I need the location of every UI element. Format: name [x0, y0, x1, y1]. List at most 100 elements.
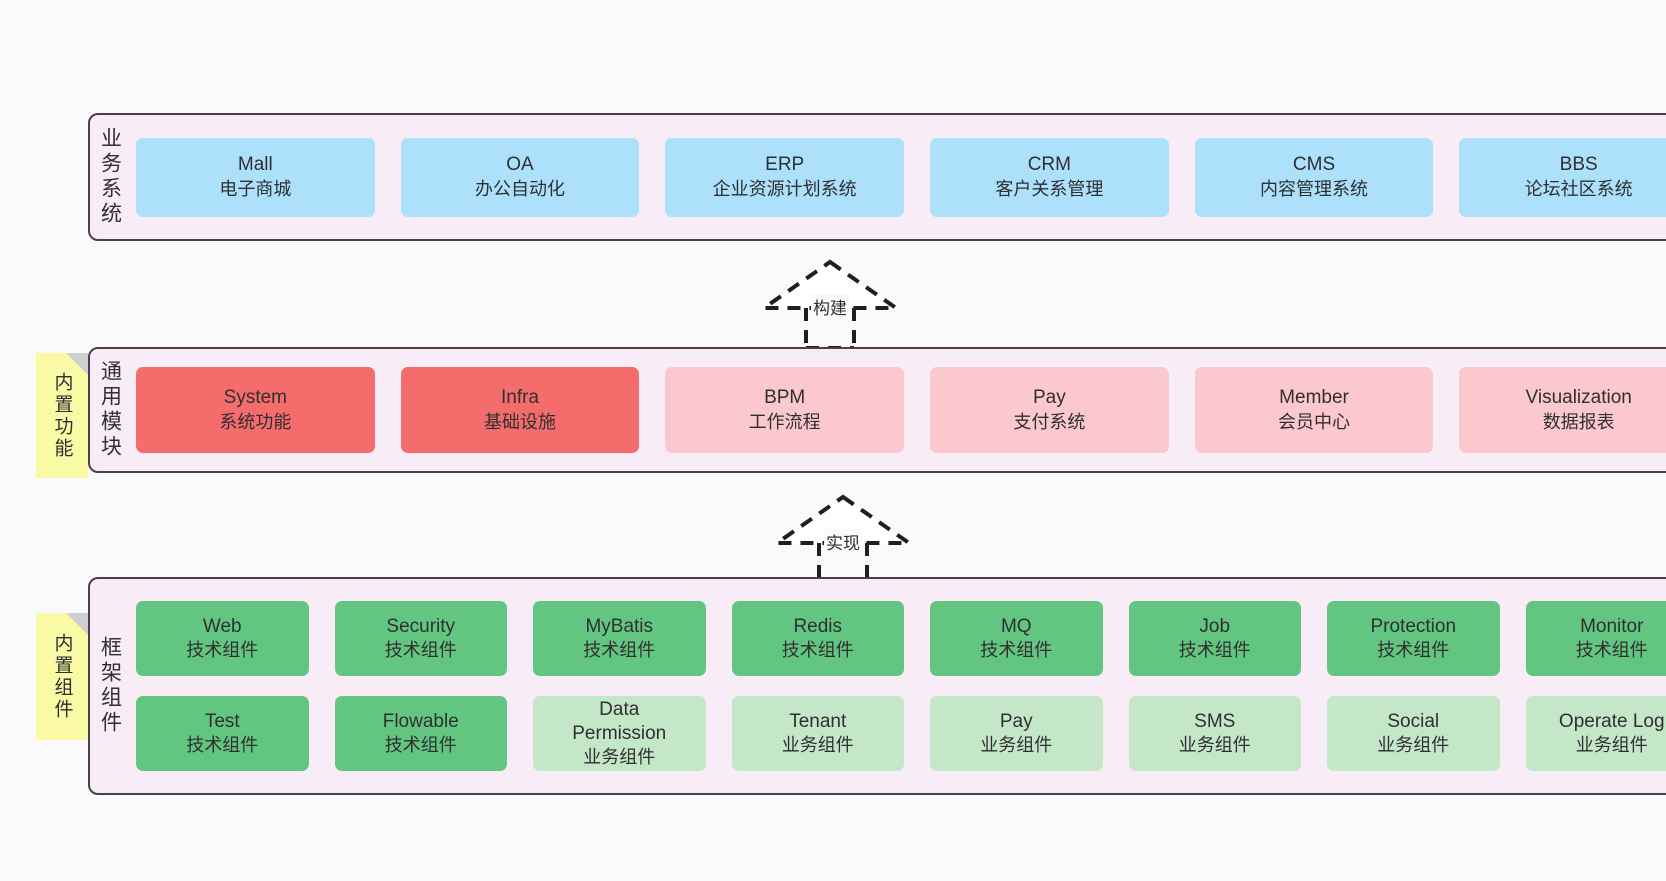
card-subtitle: 业务组件 [1575, 735, 1648, 756]
card-subtitle: 技术组件 [384, 640, 457, 661]
card-title: CMS [1292, 154, 1336, 176]
card-title: System [223, 387, 288, 409]
layer-title-common-module: 通用模块 [98, 360, 122, 460]
card-subtitle: 业务组件 [980, 735, 1053, 756]
layer-body-framework-component: Web 技术组件 Security 技术组件 MyBatis 技术组件 Redi… [130, 579, 1666, 793]
card-crm[interactable]: CRM 客户关系管理 [930, 137, 1169, 217]
card-title: Monitor [1580, 615, 1644, 637]
card-subtitle: 电子商城 [219, 178, 292, 199]
card-subtitle: 技术组件 [583, 640, 656, 661]
card-title: Operate Log [1558, 710, 1665, 732]
card-row: Web 技术组件 Security 技术组件 MyBatis 技术组件 Redi… [136, 601, 1666, 676]
card-bbs[interactable]: BBS 论坛社区系统 [1459, 137, 1666, 217]
card-pay-business[interactable]: Pay 业务组件 [930, 696, 1103, 771]
card-title: Data [599, 698, 640, 720]
layer-title-framework-component: 框架组件 [98, 636, 122, 736]
card-subtitle: 客户关系管理 [995, 178, 1104, 199]
card-bpm[interactable]: BPM 工作流程 [665, 367, 905, 453]
card-title: BPM [764, 387, 806, 409]
connector-implement: 实现 [770, 493, 916, 585]
card-data-permission[interactable]: Data Permission 业务组件 [533, 696, 706, 771]
card-subtitle: 技术组件 [186, 640, 259, 661]
card-job[interactable]: Job 技术组件 [1128, 601, 1301, 676]
card-subtitle: 技术组件 [980, 640, 1053, 661]
card-title: Security [386, 615, 456, 637]
card-protection[interactable]: Protection 技术组件 [1327, 601, 1500, 676]
card-title: SMS [1194, 710, 1236, 732]
card-web[interactable]: Web 技术组件 [136, 601, 309, 676]
card-title: Job [1199, 615, 1231, 637]
card-sms[interactable]: SMS 业务组件 [1128, 696, 1301, 771]
card-title: Member [1279, 387, 1349, 409]
card-flowable[interactable]: Flowable 技术组件 [334, 696, 507, 771]
card-subtitle: 业务组件 [583, 747, 656, 768]
sticky-note-label: 内置组件 [51, 632, 73, 721]
card-title: Test [204, 710, 240, 732]
card-system[interactable]: System 系统功能 [136, 367, 375, 453]
card-tenant[interactable]: Tenant 业务组件 [731, 696, 904, 771]
card-subtitle: 会员中心 [1278, 411, 1351, 432]
layer-common-module: 通用模块 System 系统功能 Infra 基础设施 BPM 工作流程 Pay [88, 347, 1666, 473]
card-row: Mall 电子商城 OA 办公自动化 ERP 企业资源计划系统 CRM 客户关系… [136, 137, 1666, 217]
folded-corner-icon [66, 613, 88, 635]
card-security[interactable]: Security 技术组件 [334, 601, 507, 676]
card-title: Redis [793, 615, 843, 637]
layer-framework-component: 框架组件 Web 技术组件 Security 技术组件 MyBatis 技术组件… [88, 577, 1666, 795]
card-member[interactable]: Member 会员中心 [1194, 367, 1434, 453]
card-infra[interactable]: Infra 基础设施 [400, 367, 640, 453]
card-visualization[interactable]: Visualization 数据报表 [1459, 367, 1666, 453]
connector-label: 实现 [824, 529, 862, 554]
card-test[interactable]: Test 技术组件 [136, 696, 309, 771]
card-title: Mall [237, 154, 273, 176]
card-social[interactable]: Social 业务组件 [1327, 696, 1500, 771]
card-subtitle: 数据报表 [1542, 411, 1615, 432]
card-title: Pay [1032, 387, 1066, 409]
sticky-note-builtin-components: 内置组件 [36, 613, 88, 740]
card-erp[interactable]: ERP 企业资源计划系统 [665, 137, 905, 217]
card-subtitle: 业务组件 [1377, 735, 1450, 756]
card-subtitle: 工作流程 [748, 411, 821, 432]
connector-label: 构建 [811, 294, 849, 319]
card-subtitle: 系统功能 [219, 411, 292, 432]
card-subtitle: 基础设施 [484, 411, 556, 432]
card-title: MQ [1000, 615, 1032, 637]
card-subtitle: 业务组件 [781, 735, 854, 756]
card-mall[interactable]: Mall 电子商城 [136, 137, 375, 217]
card-title: Visualization [1525, 387, 1632, 409]
card-pay[interactable]: Pay 支付系统 [930, 367, 1169, 453]
card-subtitle: 业务组件 [1178, 735, 1251, 756]
card-mybatis[interactable]: MyBatis 技术组件 [533, 601, 706, 676]
layer-title-business-system: 业务系统 [98, 127, 122, 227]
card-row: System 系统功能 Infra 基础设施 BPM 工作流程 Pay 支付系统… [136, 367, 1666, 453]
card-operate-log[interactable]: Operate Log 业务组件 [1525, 696, 1666, 771]
card-subtitle: 技术组件 [781, 640, 854, 661]
layer-body-business-system: Mall 电子商城 OA 办公自动化 ERP 企业资源计划系统 CRM 客户关系… [130, 115, 1666, 239]
sticky-note-builtin-features: 内置功能 [36, 353, 88, 478]
card-title: ERP [765, 154, 805, 176]
card-mq[interactable]: MQ 技术组件 [930, 601, 1103, 676]
card-oa[interactable]: OA 办公自动化 [400, 137, 640, 217]
sticky-note-label: 内置功能 [51, 371, 73, 460]
card-subtitle: 办公自动化 [475, 178, 565, 199]
card-subtitle: 支付系统 [1013, 411, 1086, 432]
card-subtitle: 技术组件 [384, 735, 457, 756]
card-title-line2: Permission [572, 722, 667, 744]
card-title: Protection [1370, 615, 1457, 637]
card-title: Flowable [382, 710, 459, 732]
card-subtitle: 技术组件 [1178, 640, 1251, 661]
card-subtitle: 内容管理系统 [1260, 178, 1369, 199]
card-monitor[interactable]: Monitor 技术组件 [1525, 601, 1666, 676]
card-title: Pay [999, 710, 1033, 732]
card-title: Web [202, 615, 242, 637]
card-title: CRM [1027, 154, 1071, 176]
card-cms[interactable]: CMS 内容管理系统 [1194, 137, 1434, 217]
card-subtitle: 技术组件 [1575, 640, 1648, 661]
card-title: Infra [500, 387, 540, 409]
card-redis[interactable]: Redis 技术组件 [731, 601, 904, 676]
layer-body-common-module: System 系统功能 Infra 基础设施 BPM 工作流程 Pay 支付系统… [130, 349, 1666, 471]
card-row: Test 技术组件 Flowable 技术组件 Data Permission … [136, 696, 1666, 771]
card-subtitle: 论坛社区系统 [1524, 178, 1633, 199]
card-title: MyBatis [585, 615, 654, 637]
card-subtitle: 技术组件 [1377, 640, 1450, 661]
